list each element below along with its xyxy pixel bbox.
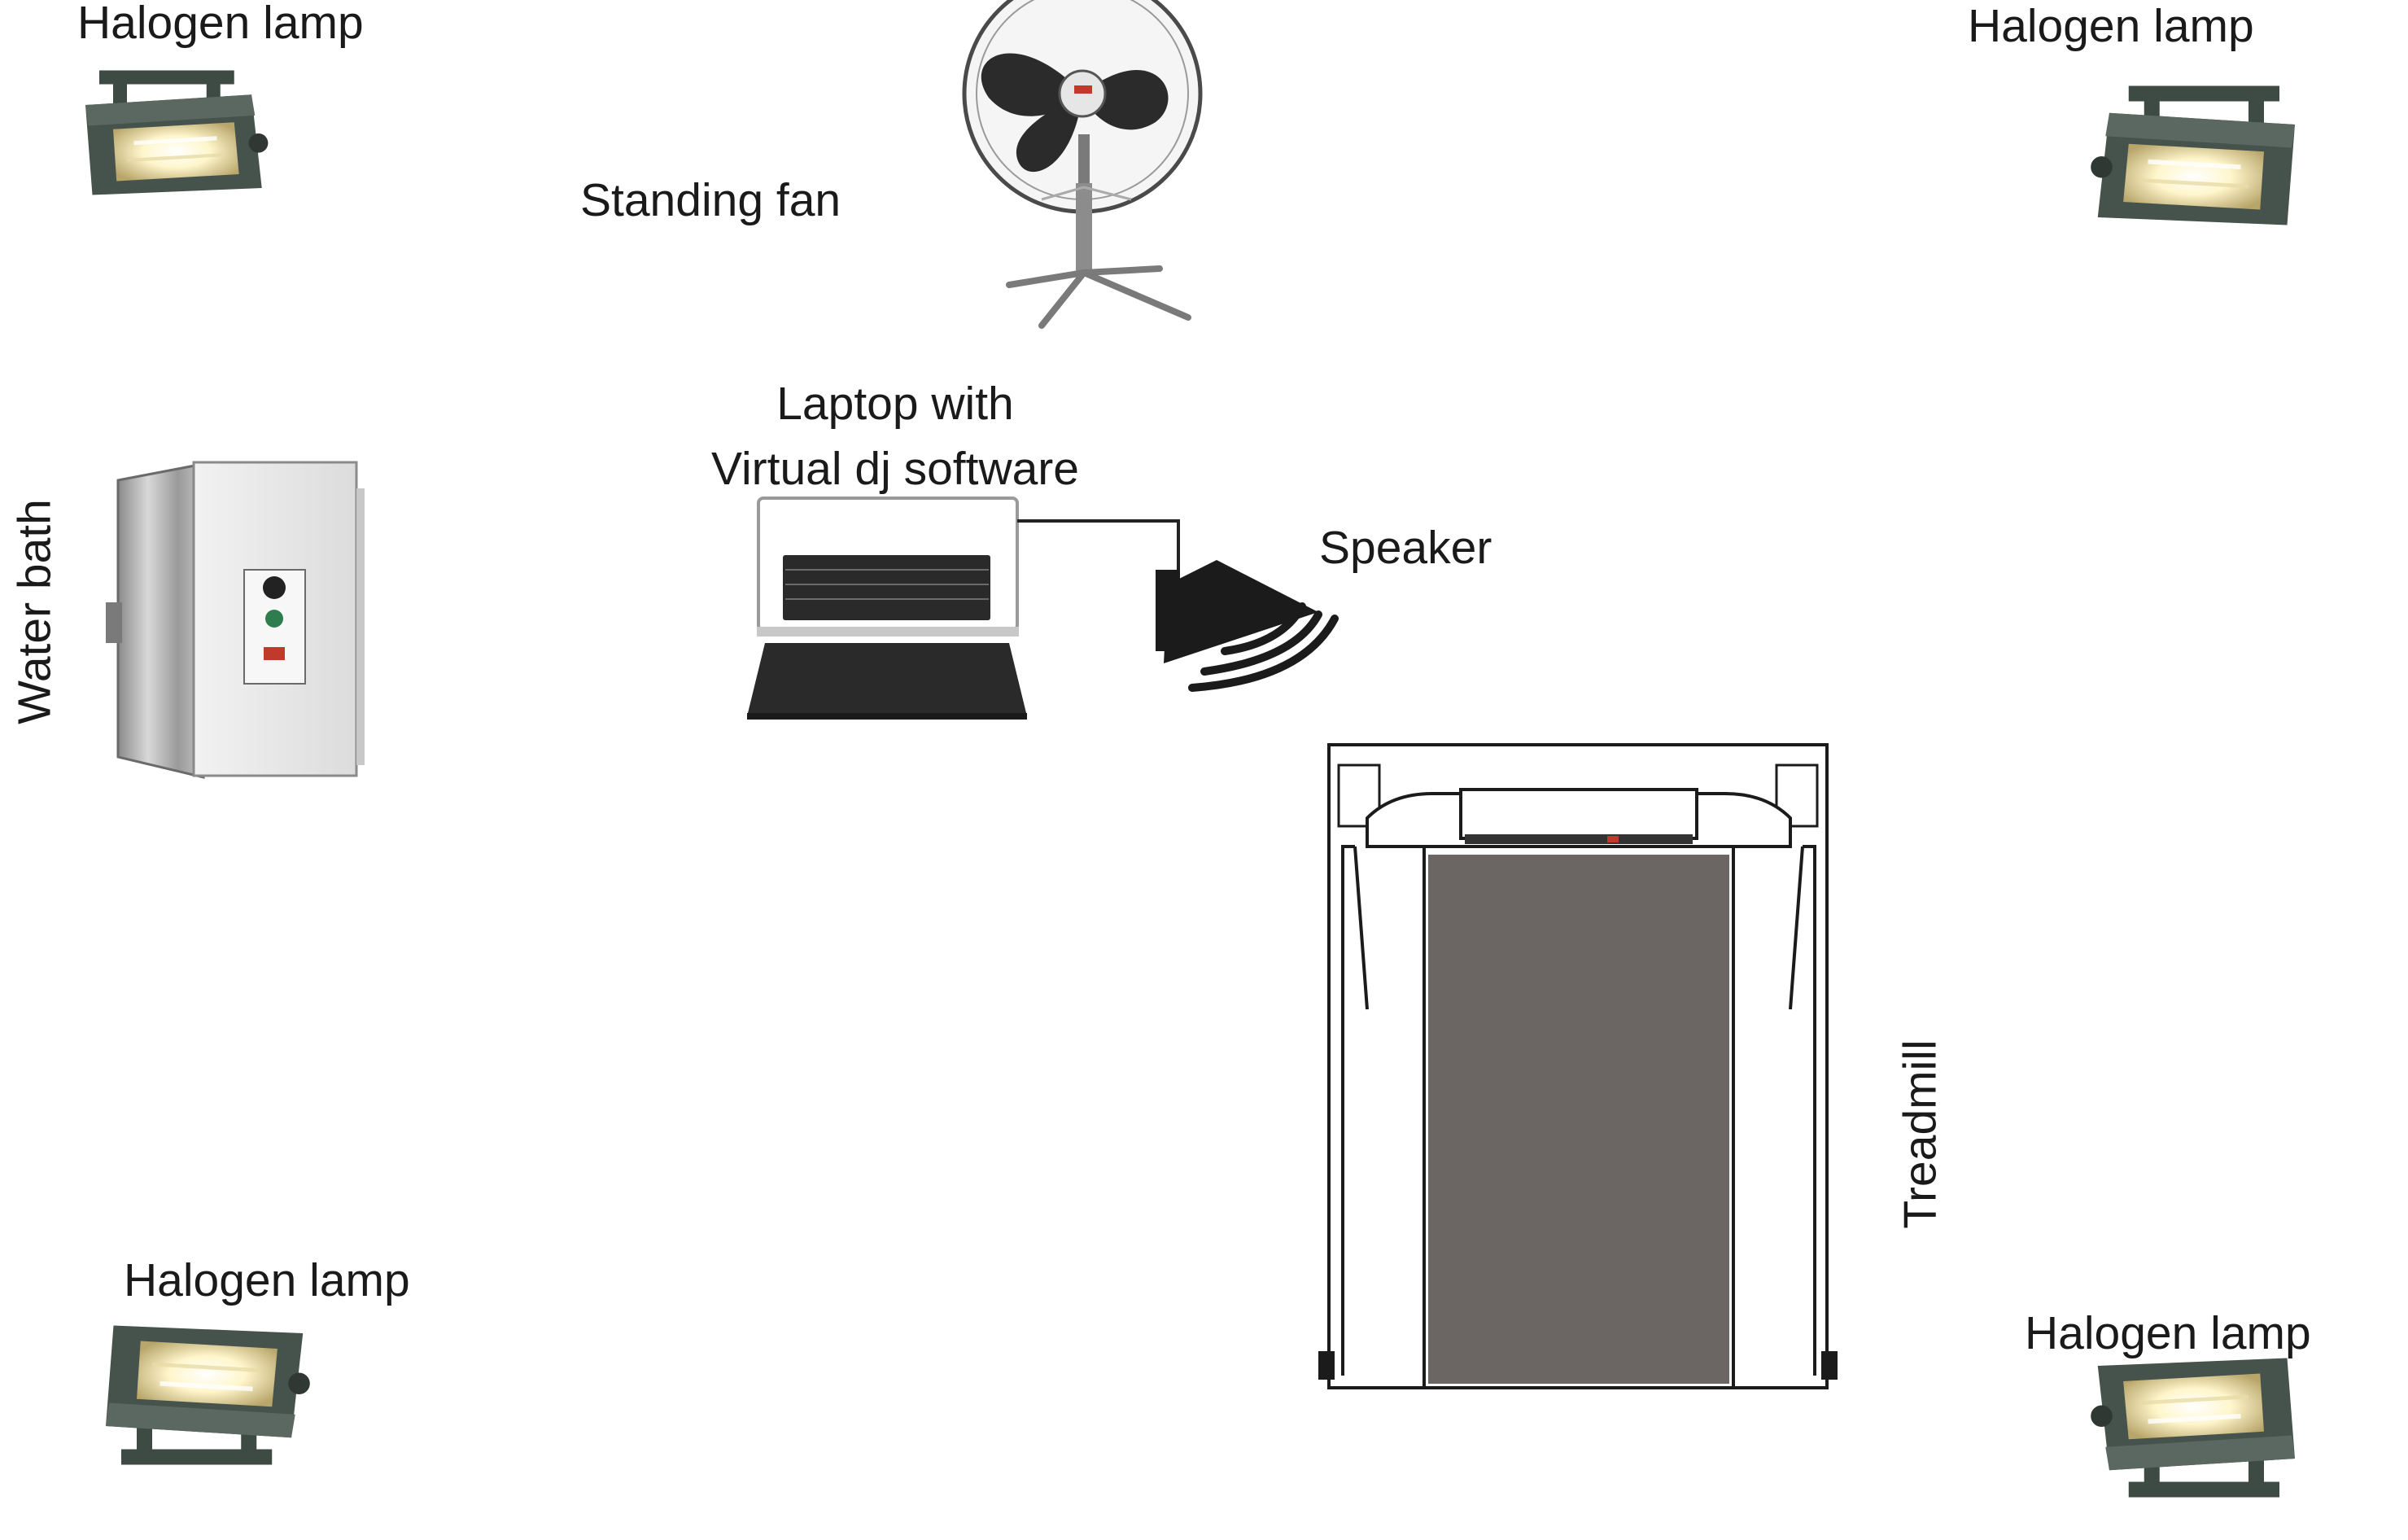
- halogen-lamp-icon: [85, 71, 268, 195]
- halogen-lamp-icon: [2091, 86, 2295, 225]
- audio-cable: [1017, 519, 1180, 570]
- label-halogen-lamp-bottom-right: Halogen lamp: [2025, 1307, 2311, 1359]
- label-treadmill: Treadmill: [1894, 1039, 1947, 1229]
- halogen-lamp-icon: [2091, 1358, 2295, 1498]
- label-speaker: Speaker: [1319, 522, 1492, 574]
- treadmill-icon: [1318, 743, 1838, 1389]
- label-laptop-line1: Laptop with: [776, 378, 1014, 430]
- label-halogen-lamp-top-left: Halogen lamp: [77, 0, 364, 49]
- water-bath-icon: [106, 461, 365, 779]
- speaker-icon: [1156, 560, 1339, 692]
- laptop-icon: [747, 497, 1027, 720]
- label-standing-fan: Standing fan: [580, 174, 841, 226]
- label-laptop-line2: Virtual dj software: [711, 443, 1079, 495]
- label-water-bath: Water bath: [8, 499, 61, 724]
- label-halogen-lamp-bottom-left: Halogen lamp: [124, 1254, 410, 1306]
- halogen-lamp-icon: [106, 1326, 310, 1465]
- label-halogen-lamp-top-right: Halogen lamp: [1968, 0, 2254, 52]
- standing-fan-icon: [962, 0, 1203, 329]
